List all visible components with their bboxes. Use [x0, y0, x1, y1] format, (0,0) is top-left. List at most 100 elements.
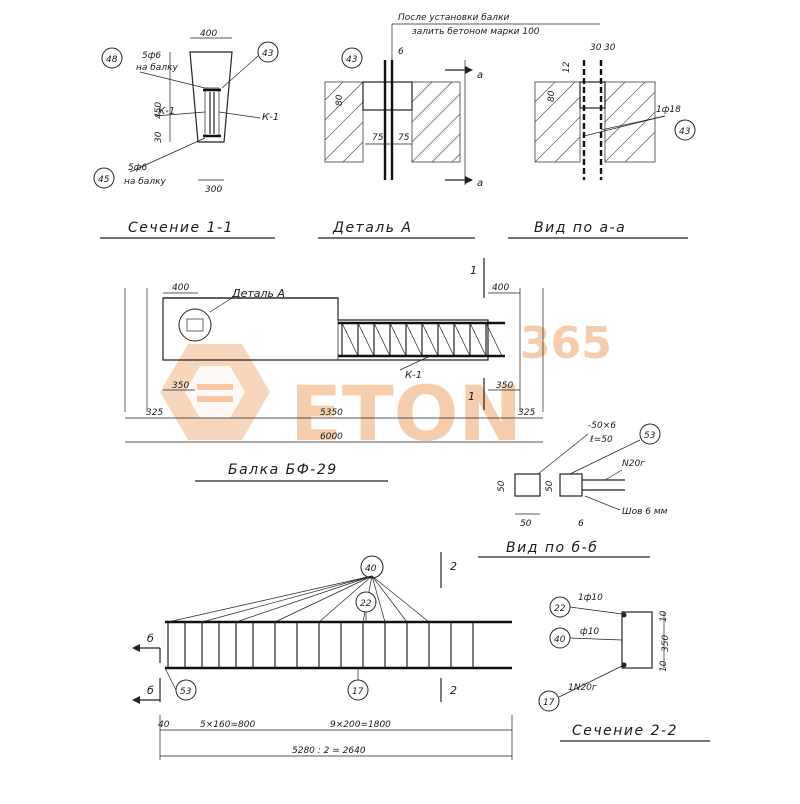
detail-a-tag-43: 43 — [346, 55, 358, 65]
frame-leader — [318, 575, 373, 623]
view-a-a-dim-30-left: 30 — [590, 43, 602, 53]
frame-label-right: К-1 — [262, 112, 279, 123]
section-2-2-tag-22: 22 — [554, 604, 566, 614]
frame-leader — [201, 575, 373, 623]
frame-k1-verticals — [167, 622, 474, 668]
beam-dim-350-left: 350 — [172, 381, 189, 391]
section-2-2-title: Сечение 2-2 — [572, 723, 678, 739]
frame-dim-spacing-a: 5×160=800 — [200, 720, 255, 730]
watermark-text-main: ETON — [290, 369, 522, 458]
view-a-a-dim-30-right: 30 — [604, 43, 616, 53]
section-1-1-dim-bottom: 300 — [205, 185, 222, 195]
detail-a-dim-75-right: 75 — [398, 133, 410, 143]
detail-a-title: Деталь А — [332, 220, 413, 236]
frame-tag-40-leaders — [167, 575, 430, 623]
frame-dim-total: 5280 : 2 = 2640 — [292, 746, 366, 756]
view-a-a: 30 30 12 80 1ф18 43 Вид по а-а — [508, 43, 696, 239]
view-b-b-tag-53: 53 — [644, 431, 656, 441]
beam-dim-325-right: 325 — [518, 408, 535, 418]
detail-a-note-1: После установки балки — [398, 13, 509, 23]
beam-diagonal — [453, 322, 471, 357]
view-b-b-dim-50-right: 50 — [545, 480, 555, 492]
beam-detail-label: Деталь А — [231, 287, 285, 300]
frame-tag-53: 53 — [180, 687, 192, 697]
view-a-a-hatch — [534, 81, 656, 163]
view-b-b-weld: Шов 6 мм — [622, 507, 668, 517]
section-1-1-dim-small: 30 — [154, 131, 164, 143]
frame-cut-b-top: б — [147, 632, 154, 645]
view-b-b: -50×6 ℓ=50 53 N20г Шов 6 мм 50 50 50 6 В… — [478, 421, 668, 558]
section-1-1: 400 300 450 30 5ф6 на балку К-1 К-1 5ф6 … — [93, 29, 279, 239]
detail-a-dim-75-left: 75 — [372, 133, 384, 143]
detail-a-hatch — [324, 81, 461, 163]
frame-cut-2-top: 2 — [450, 560, 457, 573]
rebar-bottom-note: на балку — [124, 177, 167, 187]
frame-k1-stirrups — [341, 322, 503, 357]
detail-a-dim-80: 80 — [335, 94, 345, 106]
section-2-2-dim-350: 350 — [661, 635, 671, 652]
frame-k1: 40 22 17 53 2 2 б б 40 5×160=800 9×200=1… — [132, 552, 513, 760]
frame-leader — [371, 575, 408, 623]
frame-dim-40: 40 — [158, 720, 170, 730]
section-2-2-dim-10-bottom: 10 — [659, 660, 669, 672]
section-2-2-tag-17: 17 — [543, 698, 555, 708]
beam-diagonal — [437, 322, 455, 357]
watermark: 365 ETON — [160, 318, 612, 458]
view-a-a-dim-12: 12 — [562, 61, 572, 73]
frame-cut-b-bottom: б — [147, 684, 154, 697]
frame-tag-17: 17 — [352, 687, 364, 697]
frame-leader — [371, 575, 430, 623]
detail-a-note-2: залить бетоном марки 100 — [412, 27, 540, 37]
beam-dim-400-right: 400 — [492, 283, 509, 293]
frame-tag-40: 40 — [365, 564, 377, 574]
view-b-b-plate: -50×6 — [588, 421, 616, 431]
rebar-top-note: на балку — [136, 63, 179, 73]
rebar-bottom-label: 5ф6 — [128, 163, 147, 173]
beam-cut-top: 1 — [470, 264, 477, 277]
beam-dim-5350: 5350 — [320, 408, 343, 418]
beam-diagonal — [341, 322, 359, 357]
detail-a: После установки балки залить бетоном мар… — [318, 13, 600, 239]
frame-leader — [274, 575, 373, 623]
view-b-b-dim-6: 6 — [578, 519, 584, 529]
view-b-b-title: Вид по б-б — [506, 540, 598, 556]
section-1-1-dim-height: 450 — [154, 102, 164, 119]
beam-title: Балка БФ-29 — [228, 462, 338, 478]
section-2-2-rebar-bottom: 1N20г — [568, 683, 597, 693]
cut-a-bottom: а — [477, 178, 483, 189]
beam-frame-label: К-1 — [405, 370, 422, 381]
beam-dim-350-right: 350 — [496, 381, 513, 391]
frame-tag-22: 22 — [360, 599, 372, 609]
frame-leader — [167, 575, 373, 623]
frame-label-left: К-1 — [158, 106, 175, 117]
section-2-2: 22 1ф10 40 ф10 17 1N20г 10 350 10 Сечени… — [538, 593, 710, 742]
view-b-b-dim-50-left: 50 — [497, 480, 507, 492]
section-1-1-dim-top: 400 — [200, 29, 217, 39]
beam-diagonal — [357, 322, 375, 357]
rebar-top-label: 5ф6 — [142, 51, 161, 61]
view-b-b-plate-len: ℓ=50 — [589, 435, 613, 445]
section-1-1-title: Сечение 1-1 — [128, 220, 234, 236]
beam-diagonal — [373, 322, 391, 357]
beam-diagonal — [405, 322, 423, 357]
view-b-b-bar: N20г — [622, 459, 645, 469]
frame-leader — [235, 575, 373, 623]
tag-48: 48 — [106, 55, 118, 65]
cut-a-top: а — [477, 70, 483, 81]
view-a-a-rebar: 1ф18 — [656, 105, 681, 115]
detail-a-dim-6: 6 — [398, 47, 404, 57]
beam-cut-bottom: 1 — [468, 390, 475, 403]
view-a-a-tag-43: 43 — [679, 127, 691, 137]
beam-bf-29: Деталь А К-1 1 1 400 400 350 350 325 535… — [124, 258, 544, 482]
tag-43: 43 — [262, 49, 274, 59]
beam-diagonal — [421, 322, 439, 357]
section-2-2-rebar-mid: ф10 — [580, 627, 599, 637]
beam-dim-400-left: 400 — [172, 283, 189, 293]
beam-diagonal — [469, 322, 487, 357]
tag-45: 45 — [98, 175, 110, 185]
view-a-a-dim-80: 80 — [547, 90, 557, 102]
beam-dim-325-left: 325 — [146, 408, 163, 418]
frame-cut-2-bottom: 2 — [450, 684, 457, 697]
